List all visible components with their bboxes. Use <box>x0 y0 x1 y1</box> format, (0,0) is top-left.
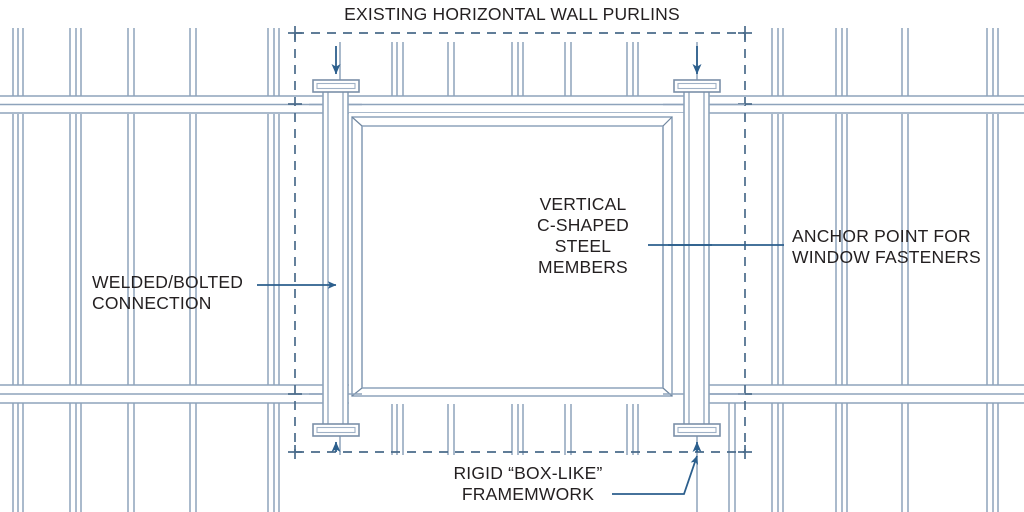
left-vertical-c-post <box>322 84 349 431</box>
dashed-extent-boundary <box>294 32 746 453</box>
label-rigid-box-like-framemwork: RIGID “BOX-LIKE” FRAMEMWORK <box>453 463 603 504</box>
post-flange-returns <box>361 126 664 388</box>
label-existing-horizontal-wall-purlins: EXISTING HORIZONTAL WALL PURLINS <box>344 4 680 24</box>
right-vertical-c-post <box>683 84 710 431</box>
window-frame <box>349 113 685 404</box>
dashed-boundary-tick-marks <box>288 26 752 459</box>
girt-group-middle <box>12 114 999 385</box>
purlin-band-upper <box>0 95 1024 114</box>
label-vertical-c-shaped-steel-members: VERTICAL C-SHAPED STEEL MEMBERS <box>536 194 630 277</box>
left-post-top-cap-plate <box>312 79 360 93</box>
purlin-post-intersections <box>309 103 745 395</box>
girt-group-upper <box>12 28 999 96</box>
right-post-bottom-cap-plate <box>673 423 721 437</box>
left-post-bottom-cap-plate <box>312 423 360 437</box>
right-post-top-cap-plate <box>673 79 721 93</box>
annotation-leaders <box>257 46 784 495</box>
label-welded-bolted-connection: WELDED/BOLTED CONNECTION <box>92 272 244 313</box>
label-anchor-point-for-window-fasteners: ANCHOR POINT FOR WINDOW FASTENERS <box>792 226 981 267</box>
framework-leader <box>612 455 699 495</box>
